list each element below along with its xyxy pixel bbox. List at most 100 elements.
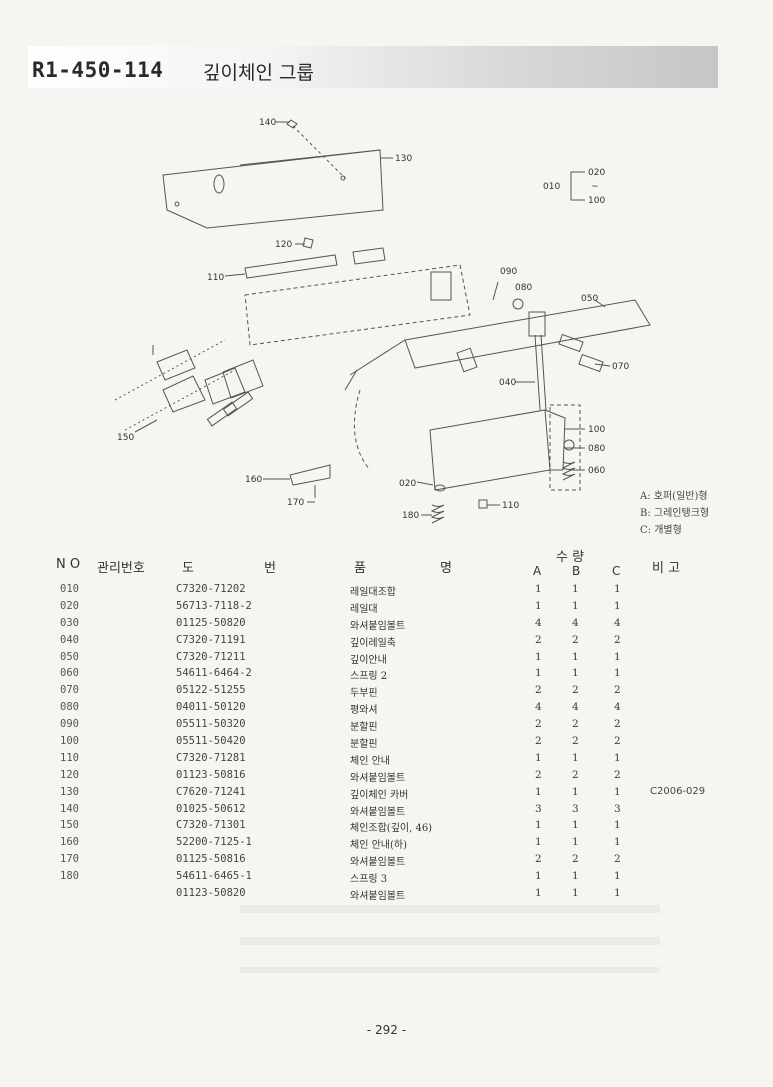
section-code: R1-450-114 bbox=[32, 58, 164, 82]
qty-c: 1 bbox=[614, 819, 621, 832]
part-number: C7620-71241 bbox=[176, 785, 246, 798]
leader bbox=[416, 481, 434, 486]
scan-smudge bbox=[240, 905, 660, 913]
qty-c: 1 bbox=[614, 836, 621, 849]
part-no: 100 bbox=[60, 735, 79, 748]
part-no: 140 bbox=[60, 802, 79, 815]
pin-070a bbox=[558, 333, 584, 353]
qty-b: 2 bbox=[572, 684, 579, 697]
part-name: 와셔붙임볼트 bbox=[350, 806, 406, 818]
page-number: - 292 - bbox=[366, 1023, 407, 1037]
part-no: 020 bbox=[60, 599, 79, 612]
qty-a: 2 bbox=[535, 853, 542, 866]
part-no: 030 bbox=[60, 616, 79, 629]
part-name: 스프링 2 bbox=[350, 671, 388, 683]
qty-a: 2 bbox=[535, 633, 542, 646]
part-no: 170 bbox=[60, 853, 79, 866]
part-number: 54611-6465-1 bbox=[176, 870, 252, 883]
qty-b: 4 bbox=[572, 701, 579, 714]
qty-a: 1 bbox=[535, 599, 542, 612]
qty-a: 2 bbox=[535, 768, 542, 781]
qty-c: 1 bbox=[614, 667, 621, 680]
part-no: 070 bbox=[60, 684, 79, 697]
qty-b: 1 bbox=[572, 836, 579, 849]
qty-c: 4 bbox=[614, 701, 621, 714]
section-title: 깊이체인 그룹 bbox=[203, 62, 314, 84]
shaft-040b bbox=[540, 334, 547, 411]
part-no: 040 bbox=[60, 633, 79, 646]
qty-c: 2 bbox=[614, 735, 621, 748]
chain-link bbox=[204, 367, 246, 405]
qty-a: 3 bbox=[535, 802, 542, 815]
qty-b: 1 bbox=[572, 599, 579, 612]
lower-guide-160 bbox=[289, 464, 331, 486]
leader bbox=[594, 299, 606, 308]
chain-link bbox=[156, 349, 196, 381]
part-number: 05511-50320 bbox=[176, 718, 246, 731]
qty-a: 4 bbox=[535, 616, 542, 629]
qty-a: 1 bbox=[535, 667, 542, 680]
qty-b: 4 bbox=[572, 616, 579, 629]
qty-a: 1 bbox=[535, 583, 542, 595]
part-number: 04011-50120 bbox=[176, 701, 246, 714]
part-number: C7320-71211 bbox=[176, 650, 246, 663]
qty-a: 1 bbox=[535, 870, 542, 883]
qty-b: 1 bbox=[572, 667, 579, 680]
callout-110b: 110 bbox=[502, 501, 519, 511]
qty-c: 1 bbox=[614, 650, 621, 663]
col-header-remarks: 비 고 bbox=[652, 561, 681, 576]
qty-a: 1 bbox=[535, 650, 542, 663]
col-header-b: B bbox=[572, 564, 581, 578]
qty-c: 1 bbox=[614, 870, 621, 883]
part-no: 130 bbox=[60, 785, 79, 798]
part-no: 110 bbox=[60, 751, 79, 764]
part-number: C7320-71191 bbox=[176, 633, 246, 646]
cover-edge bbox=[239, 149, 381, 166]
bolt-140 bbox=[286, 119, 298, 129]
col-header-drawing: 도 bbox=[182, 561, 194, 576]
part-number: 01025-50612 bbox=[176, 802, 246, 815]
chain-link bbox=[222, 359, 264, 399]
qty-b: 1 bbox=[572, 870, 579, 883]
col-header-c: C bbox=[612, 564, 621, 578]
qty-c: 4 bbox=[614, 616, 621, 629]
leader bbox=[224, 273, 246, 277]
col-header-mgmt: 관리번호 bbox=[97, 561, 145, 576]
rail-base-020 bbox=[429, 409, 551, 491]
part-number: 54611-6464-2 bbox=[176, 667, 252, 680]
part-no: 090 bbox=[60, 718, 79, 731]
part-number: 05122-51255 bbox=[176, 684, 246, 697]
callout-020: 020 bbox=[399, 479, 416, 489]
qty-b: 1 bbox=[572, 751, 579, 764]
scan-smudge bbox=[240, 937, 660, 945]
part-name: 깊이레일축 bbox=[350, 637, 396, 649]
callout-130: 130 bbox=[395, 154, 412, 164]
group-010: 010 bbox=[543, 182, 560, 192]
chain-lead bbox=[124, 369, 236, 431]
part-no: 120 bbox=[60, 768, 79, 781]
callout-080: 080 bbox=[515, 283, 532, 293]
pin-070b bbox=[578, 353, 604, 373]
chain-pin bbox=[206, 401, 238, 427]
part-number: 52200-7125-1 bbox=[176, 836, 252, 849]
qty-c: 3 bbox=[614, 802, 621, 815]
part-name: 와셔붙임볼트 bbox=[350, 891, 406, 903]
qty-c: 1 bbox=[614, 887, 621, 900]
part-name: 깊이체인 카버 bbox=[350, 789, 409, 801]
part-number: 56713-7118-2 bbox=[176, 599, 252, 612]
frame-plate bbox=[244, 264, 471, 346]
spring-180 bbox=[430, 504, 445, 524]
part-name: 와셔붙임볼트 bbox=[350, 857, 406, 869]
pin-070c bbox=[456, 347, 478, 373]
group-tilde: ~ bbox=[591, 182, 599, 192]
